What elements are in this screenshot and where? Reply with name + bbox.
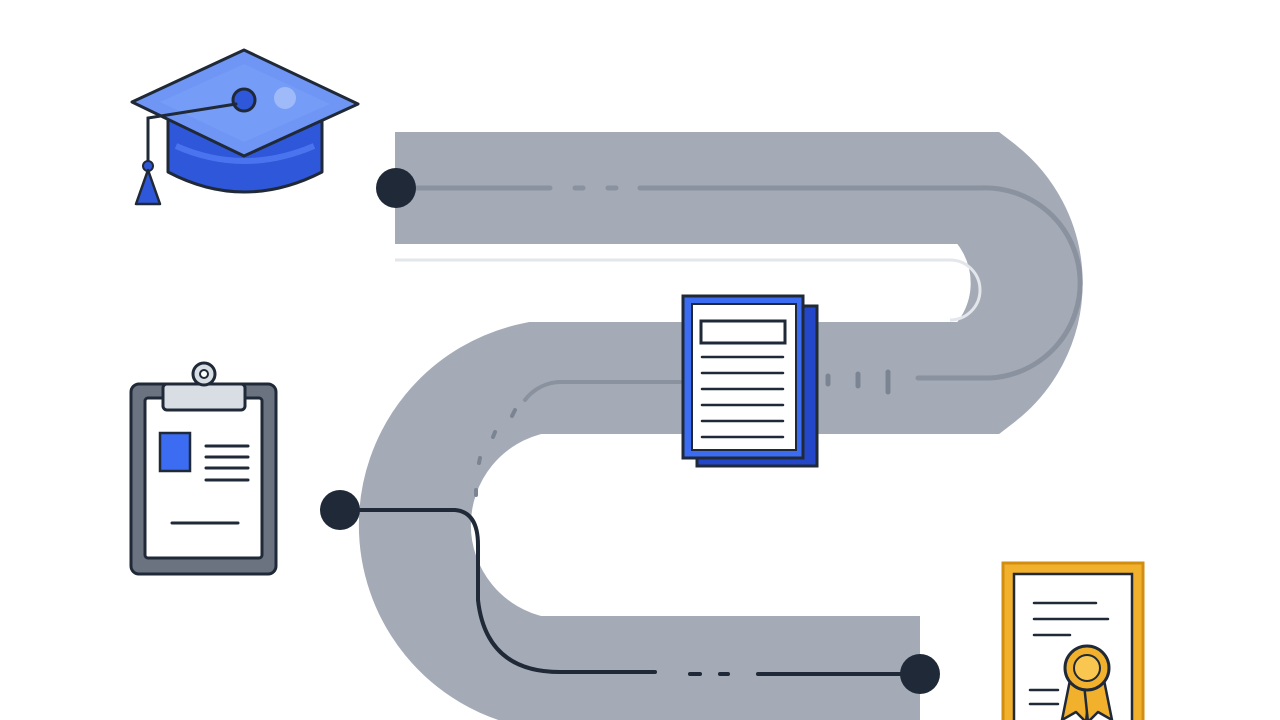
road-center-line-top (397, 185, 1083, 381)
node-application (320, 490, 360, 530)
certificate-award-icon (1001, 561, 1145, 720)
road-center-line-mid (523, 380, 682, 402)
graduation-cap-icon (130, 48, 360, 206)
node-finish (900, 654, 940, 694)
route-line-bottom (338, 508, 657, 674)
clipboard-form-icon (129, 361, 278, 576)
winding-road (320, 132, 1083, 720)
road-edge-line (395, 258, 982, 322)
document-stack-icon (681, 294, 819, 468)
road-center-dashes-mid (825, 369, 891, 395)
road-center-dots-curve (474, 408, 517, 497)
road-surface (358, 132, 1083, 720)
node-start (376, 168, 416, 208)
